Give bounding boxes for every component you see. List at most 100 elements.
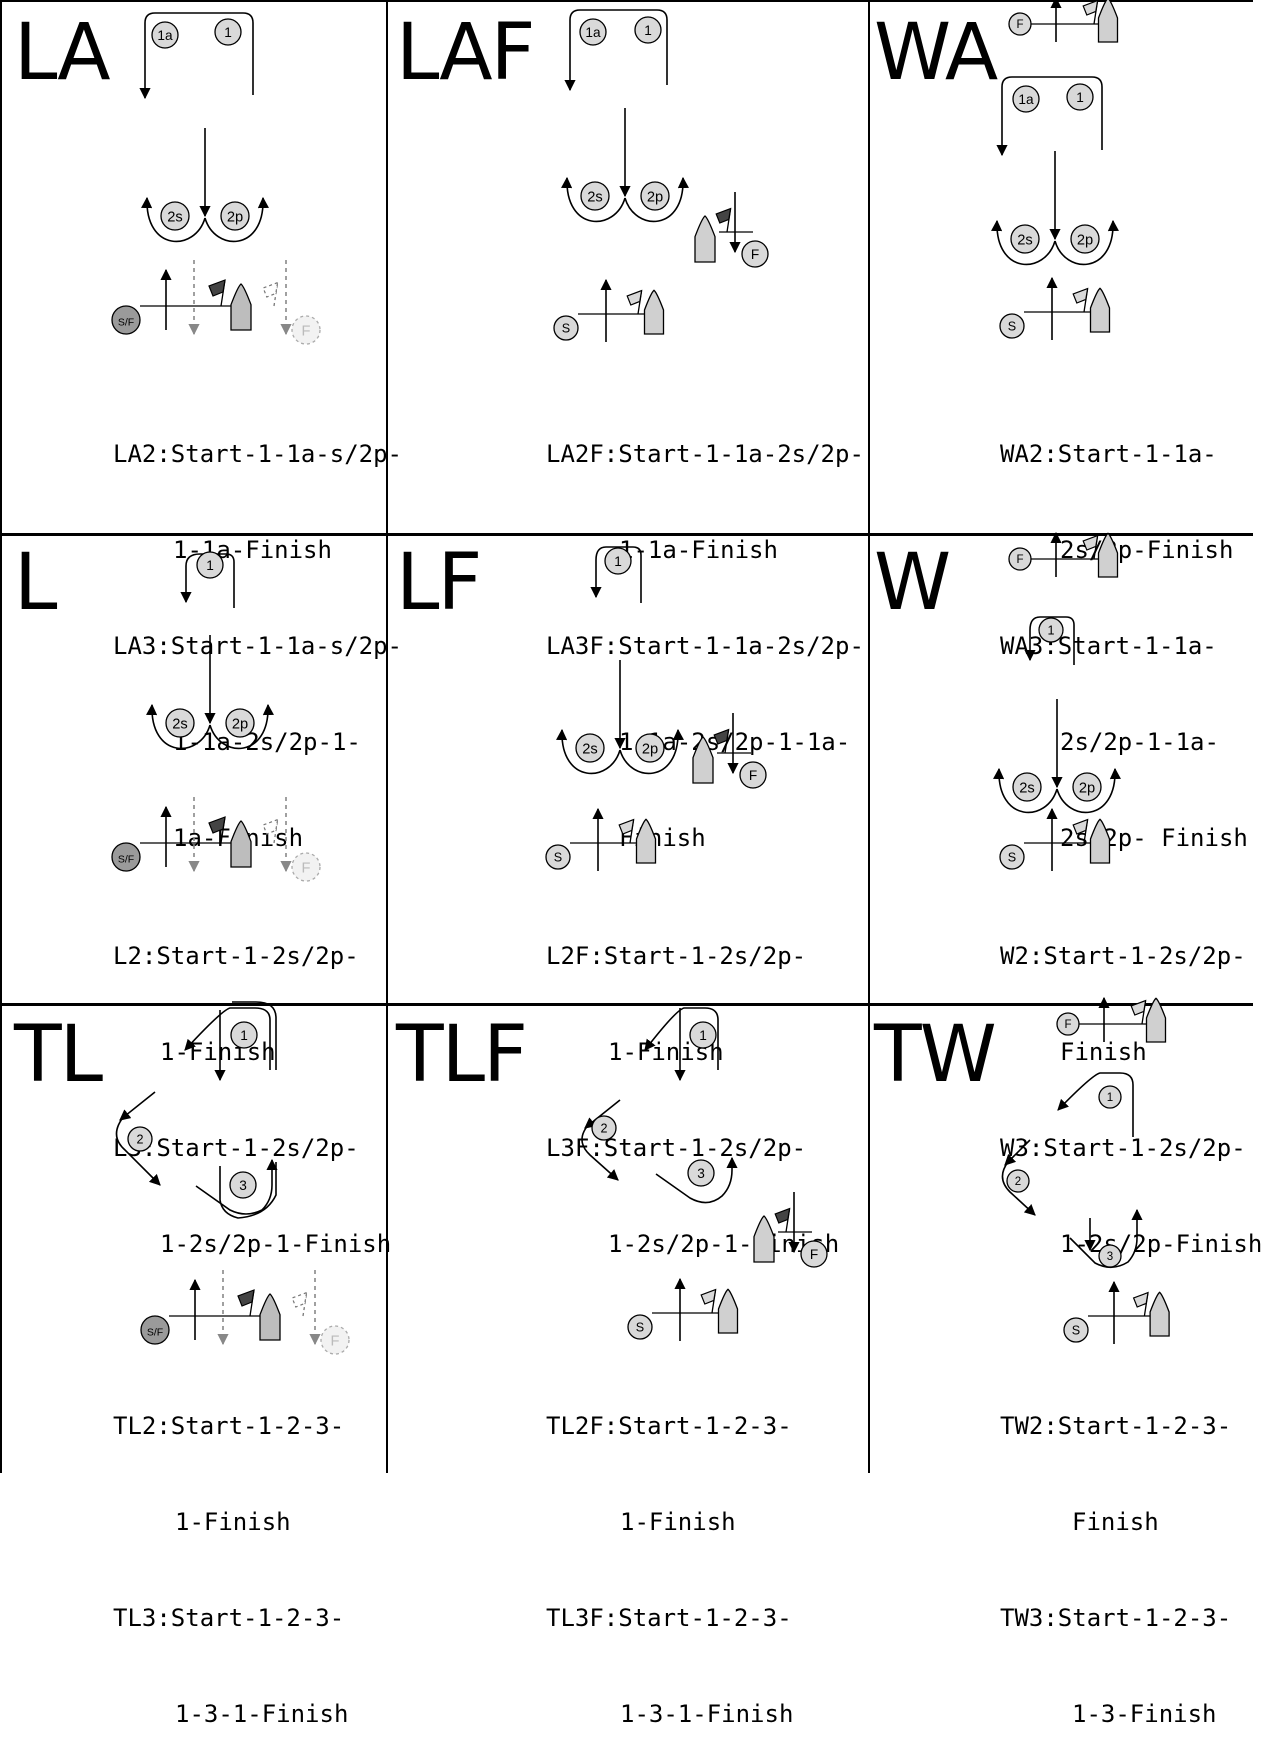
tlf-mark-2-label: 2	[600, 1122, 607, 1136]
tlf-mark-1	[689, 1021, 717, 1049]
laf-mark-1	[634, 16, 662, 44]
grid-border-left	[0, 0, 2, 1473]
l-finish-boat-pole	[273, 819, 279, 844]
wa-loop	[996, 76, 1103, 157]
course-sequence: Start-1-2s/2p-	[1043, 1134, 1246, 1162]
w-gate-mark-2s-label: 2s	[1019, 780, 1035, 796]
tl-reach-2a	[119, 1091, 156, 1121]
la-gate-mark-2p	[220, 201, 250, 231]
l-gate-port-turn	[146, 703, 211, 750]
w-gate-mark-2s	[1012, 772, 1042, 802]
w-loop	[1024, 616, 1075, 665]
tlf-committee-boat	[717, 1288, 739, 1334]
course-code: LA2:	[113, 440, 171, 468]
la-gate-stbd-turn	[204, 196, 269, 243]
tl-mark-2	[127, 1126, 153, 1152]
course-title-TL: TL	[14, 1010, 103, 1100]
tlf-finish-boat	[753, 1215, 775, 1263]
wa-mark-1a-label: 1a	[1018, 92, 1034, 107]
lf-start-mark	[545, 844, 571, 870]
la-mark-1-label: 1	[224, 25, 232, 40]
course-code: W2:	[1000, 942, 1044, 970]
course-title-LA: LA	[14, 8, 111, 98]
l-finish-boat-flag	[262, 818, 279, 835]
course-description-TLF: TL2F: Start-1-2-3- 1-Finish TL3F: Start-…	[546, 1346, 793, 1762]
course-sequence: Start-1-2s/2p-	[156, 1134, 359, 1162]
laf-committee-flag	[626, 289, 643, 306]
l-gate-mark-2p	[225, 708, 255, 738]
course-code: LA2F:	[546, 440, 619, 468]
laf-finish-mark-label: F	[751, 247, 759, 262]
l-gate-stbd-turn	[209, 703, 274, 750]
tl-finish-boat-pole	[302, 1292, 308, 1317]
tw-finish-boat	[1145, 997, 1167, 1043]
tl-finish-boat-flag	[291, 1291, 308, 1308]
lf-finish-flag-flag	[713, 728, 730, 745]
tl-sf-mark	[140, 1315, 170, 1345]
laf-mark-1-label: 1	[644, 23, 652, 38]
lf-gate-mark-2p	[635, 733, 665, 763]
course-description-TW: TW2: Start-1-2-3- Finish TW3: Start-1-2-…	[1000, 1346, 1231, 1762]
tl-committee-flag	[237, 1289, 255, 1307]
tw-finish-flag-flag	[1130, 999, 1147, 1016]
course-sequence: 1-Finish	[160, 1038, 276, 1066]
laf-gate-mark-2s-label: 2s	[587, 189, 603, 205]
laf-gate-mark-2s	[580, 181, 610, 211]
course-sequence: 2s/2p-1-1a-	[1060, 728, 1219, 756]
course-code: TL3:	[113, 1604, 171, 1632]
course-sequence: Finish	[1060, 1038, 1147, 1066]
tlf-mark-2	[591, 1115, 617, 1141]
course-sequence: 1-1a-Finish	[619, 536, 778, 564]
l-gate-mark-2p-label: 2p	[232, 716, 248, 732]
course-sequence: Start-1-2s/2p-	[603, 942, 807, 970]
w-finish-boat	[1097, 532, 1119, 578]
wa-gate-mark-2p-label: 2p	[1077, 232, 1093, 248]
la-finish-mark-label: F	[302, 323, 311, 339]
la-committee-boat	[230, 283, 252, 331]
course-sequence: Start-1-1a-	[1057, 632, 1217, 660]
wa-start-mark-label: S	[1008, 320, 1016, 334]
laf-mark-1a	[579, 18, 607, 46]
lf-gate-port-turn	[556, 728, 621, 775]
tlf-mark-3-label: 3	[697, 1166, 705, 1181]
laf-gate-mark-2p	[640, 181, 670, 211]
course-title-LAF: LAF	[396, 8, 535, 98]
tl-reach-2b	[115, 1114, 161, 1186]
tlf-finish-flag-flag	[774, 1207, 791, 1224]
l-gate-mark-2s	[165, 708, 195, 738]
course-code: L2F:	[546, 942, 604, 970]
w-gate-port-turn	[993, 767, 1058, 814]
course-title-L: L	[14, 538, 57, 628]
course-sequence: Finish	[1072, 1508, 1159, 1536]
l-finish-mark-label: F	[302, 860, 311, 876]
course-sequence: Start-1-2-3-	[170, 1604, 345, 1632]
la-mark-1a	[151, 21, 179, 49]
course-description-WA: WA2: Start-1-1a- 2s/2p-Finish WA3: Start…	[1000, 374, 1248, 886]
l-mark-1	[196, 551, 224, 579]
course-description-L: L2: Start-1-2s/2p- 1-Finish L3: Start-1-…	[113, 876, 391, 1292]
la-finish-boat-pole	[273, 282, 279, 307]
tw-reach-1	[1057, 1072, 1134, 1137]
tlf-leg-3	[655, 1156, 738, 1204]
tl-loop-3	[219, 1162, 277, 1219]
lf-gate-stbd-turn	[619, 728, 684, 775]
course-title-WA: WA	[874, 8, 998, 98]
wa-finish-boat	[1097, 0, 1119, 43]
wa-mark-1-label: 1	[1076, 90, 1084, 105]
wa-mark-1	[1066, 83, 1094, 111]
tw-reach-2a	[1004, 1139, 1031, 1166]
wa-start-mark	[999, 313, 1025, 339]
grid-divider-col1	[386, 0, 388, 1473]
laf-finish-mark	[741, 240, 769, 268]
course-code: L2:	[113, 942, 157, 970]
tl-mark-2-label: 2	[136, 1133, 143, 1147]
course-code: TL2F:	[546, 1412, 619, 1440]
la-gate-mark-2s	[160, 201, 190, 231]
course-sequence: Start-1-2-3-	[1057, 1604, 1232, 1632]
lf-start-mark-label: S	[554, 851, 562, 865]
course-sequence: Start-1-1a-2s/2p-	[618, 440, 864, 468]
course-code: LA3F:	[546, 632, 619, 660]
laf-loop	[564, 9, 668, 92]
la-gate-mark-2s-label: 2s	[167, 209, 183, 225]
tw-mark-1-label: 1	[1107, 1092, 1113, 1104]
